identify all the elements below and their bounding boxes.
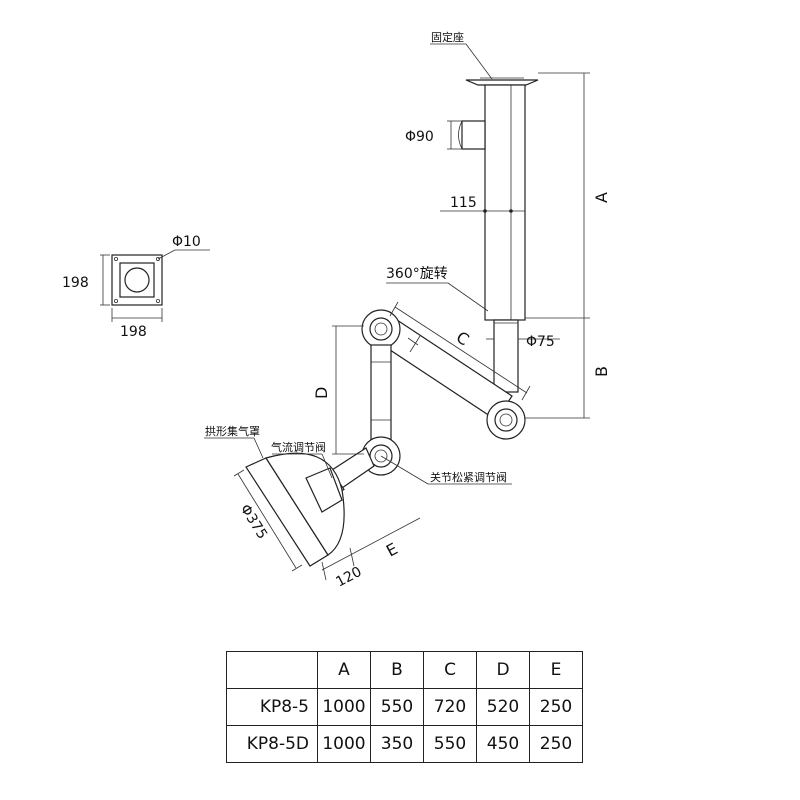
joint-valve-label: 关节松紧调节阀 bbox=[430, 470, 507, 484]
table-row: KP8-5D 1000 350 550 450 250 bbox=[226, 725, 583, 763]
dim-d-label: D bbox=[312, 387, 331, 399]
dim-b-label: B bbox=[592, 366, 611, 377]
header-a: A bbox=[317, 651, 371, 689]
table-header-row: A B C D E bbox=[226, 651, 583, 689]
phi90-label: Φ90 bbox=[405, 129, 434, 145]
table-corner-cell bbox=[226, 651, 318, 689]
mounting-mast bbox=[386, 43, 560, 393]
header-e: E bbox=[529, 651, 583, 689]
dim-115-label: 115 bbox=[450, 195, 477, 211]
value-cell: 550 bbox=[370, 688, 424, 726]
spec-table: A B C D E KP8-5 1000 550 720 520 250 KP8… bbox=[226, 651, 583, 763]
fixed-seat-label: 固定座 bbox=[431, 30, 464, 44]
table-row: KP8-5 1000 550 720 520 250 bbox=[226, 688, 583, 726]
phi375-label: Φ375 bbox=[237, 502, 271, 542]
value-cell: 450 bbox=[476, 725, 530, 763]
mounting-plate bbox=[100, 249, 210, 322]
value-cell: 520 bbox=[476, 688, 530, 726]
rotate360-label: 360°旋转 bbox=[386, 266, 448, 282]
dimension-a-b bbox=[518, 72, 590, 419]
plate-height-label: 198 bbox=[62, 275, 89, 291]
plate-width-label: 198 bbox=[120, 324, 147, 340]
header-c: C bbox=[423, 651, 477, 689]
header-b: B bbox=[370, 651, 424, 689]
value-cell: 1000 bbox=[317, 725, 371, 763]
dim-e-label: E bbox=[383, 539, 401, 561]
phi75-label: Φ75 bbox=[526, 334, 555, 350]
dim-a-label: A bbox=[592, 192, 611, 203]
value-cell: 1000 bbox=[317, 688, 371, 726]
value-cell: 550 bbox=[423, 725, 477, 763]
model-cell: KP8-5 bbox=[226, 688, 318, 726]
value-cell: 250 bbox=[529, 725, 583, 763]
arched-hood bbox=[204, 437, 421, 581]
airflow-valve-label: 气流调节阀 bbox=[271, 440, 326, 454]
value-cell: 720 bbox=[423, 688, 477, 726]
header-d: D bbox=[476, 651, 530, 689]
phi10-label: Φ10 bbox=[172, 234, 201, 250]
hood-label: 拱形集气罩 bbox=[205, 424, 260, 438]
model-cell: KP8-5D bbox=[226, 725, 318, 763]
value-cell: 350 bbox=[370, 725, 424, 763]
value-cell: 250 bbox=[529, 688, 583, 726]
dim-120-label: 120 bbox=[333, 564, 364, 591]
